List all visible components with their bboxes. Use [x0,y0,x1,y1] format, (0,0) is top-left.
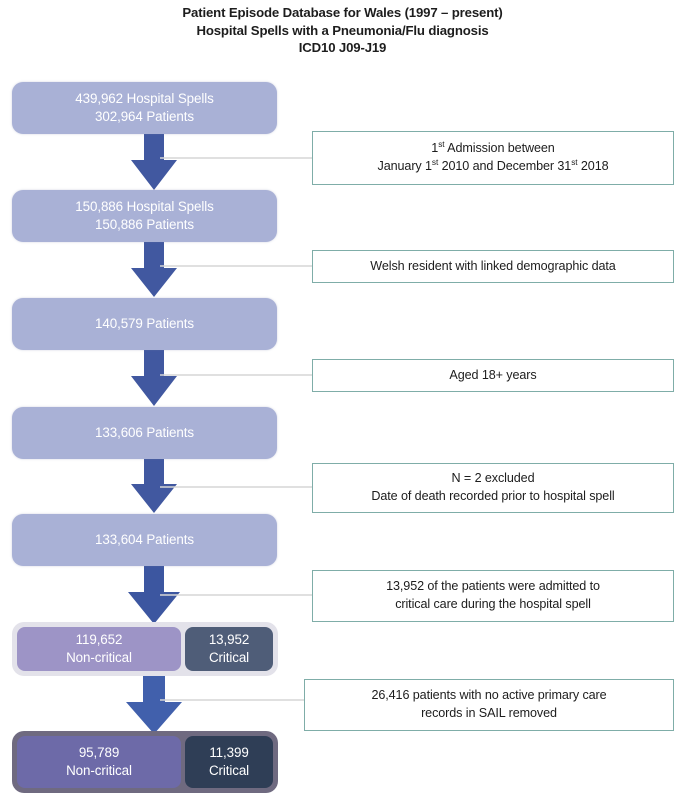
note-sail-removed-line-1: 26,416 patients with no active primary c… [371,688,607,703]
note-death-excluded: N = 2 excluded Date of death recorded pr… [312,463,674,513]
title-line-1: Patient Episode Database for Wales (1997… [182,5,503,20]
split-1-non-critical-count: 119,652 [75,632,123,648]
note-sail-removed-line-2: records in SAIL removed [421,706,557,720]
note-critical-care-line-1: 13,952 of the patients were admitted to [386,579,600,594]
note-death-excluded-line-2: Date of death recorded prior to hospital… [371,489,615,503]
split-2-critical-segment: 11,399 Critical [185,736,273,788]
note-sail-removed: 26,416 patients with no active primary c… [304,679,674,731]
split-1-non-critical-label: Non-critical [66,650,132,665]
flow-arrow-5 [128,562,180,624]
split-1-non-critical-segment: 119,652 Non-critical [17,627,181,671]
cohort-box-first-admission: 150,886 Hospital Spells 150,886 Patients [12,190,277,242]
note-death-excluded-line-1: N = 2 excluded [451,471,535,486]
note-age: Aged 18+ years [312,359,674,392]
split-1-critical-segment: 13,952 Critical [185,627,273,671]
cohort-adults-line-1: 133,606 Patients [95,424,194,440]
flow-arrow-4 [131,457,177,513]
cohort-first-admission-line-2: 150,886 Patients [95,217,194,232]
split-1-critical-label: Critical [208,650,250,665]
split-2-non-critical-label: Non-critical [66,763,132,778]
note-welsh-resident-line-1: Welsh resident with linked demographic d… [370,258,616,273]
cohort-first-admission-line-1: 150,886 Hospital Spells [75,198,214,214]
diagram-title: Patient Episode Database for Wales (1997… [0,4,685,57]
title-line-2: Hospital Spells with a Pneumonia/Flu dia… [196,22,489,38]
split-2-non-critical-count: 95,789 [78,745,120,761]
cohort-final-line-1: 133,604 Patients [95,531,194,547]
note-age-line-1: Aged 18+ years [449,367,537,382]
split-2-non-critical-segment: 95,789 Non-critical [17,736,181,788]
critical-care-split-box: 119,652 Non-critical 13,952 Critical [12,622,278,676]
final-analysis-split-box: 95,789 Non-critical 11,399 Critical [12,731,278,793]
flow-arrow-1 [131,132,177,190]
split-2-critical-label: Critical [208,763,250,778]
cohort-initial-line-1: 439,962 Hospital Spells [75,90,214,106]
note-critical-care-line-2: critical care during the hospital spell [395,597,591,611]
flow-arrow-6 [126,672,182,734]
cohort-initial-line-2: 302,964 Patients [95,109,194,124]
cohort-box-welsh-resident: 140,579 Patients [12,298,277,350]
title-line-3: ICD10 J09-J19 [298,40,387,56]
cohort-box-initial: 439,962 Hospital Spells 302,964 Patients [12,82,277,134]
note-first-admission: 1st Admission between January 1st 2010 a… [312,131,674,185]
note-first-admission-line-2: January 1st 2010 and December 31st 2018 [377,156,609,173]
flow-arrow-3 [131,348,177,406]
split-2-critical-count: 11,399 [209,745,249,761]
note-welsh-resident: Welsh resident with linked demographic d… [312,250,674,283]
split-1-critical-count: 13,952 [208,632,250,648]
cohort-box-final: 133,604 Patients [12,514,277,566]
note-first-admission-line-1: 1st Admission between [431,138,555,156]
cohort-box-adults: 133,606 Patients [12,407,277,459]
flow-arrow-2 [131,240,177,297]
note-critical-care: 13,952 of the patients were admitted to … [312,570,674,622]
cohort-welsh-resident-line-1: 140,579 Patients [95,315,194,331]
